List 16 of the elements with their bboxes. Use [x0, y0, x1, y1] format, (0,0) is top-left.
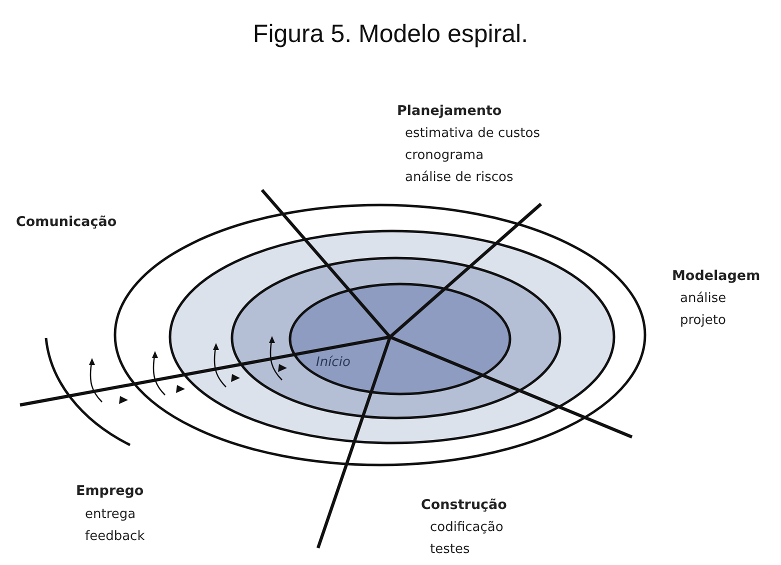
phase-heading: Modelagem: [672, 268, 760, 284]
phase-heading: Emprego: [76, 483, 144, 499]
activity-label: testes: [430, 542, 470, 558]
activity-label: cronograma: [405, 148, 484, 164]
phase-heading: Comunicação: [16, 214, 117, 230]
activity-label: feedback: [85, 529, 145, 545]
activity-label: codificação: [430, 520, 504, 536]
start-label: Início: [316, 355, 350, 371]
phase-heading: Planejamento: [397, 103, 502, 119]
activity-label: análise: [680, 291, 726, 307]
activity-label: projeto: [680, 313, 726, 329]
activity-label: entrega: [85, 507, 136, 523]
activity-label: análise de riscos: [405, 170, 514, 186]
phase-heading: Construção: [421, 497, 507, 513]
activity-label: estimativa de custos: [405, 126, 540, 142]
figure-title: Figura 5. Modelo espiral.: [252, 20, 530, 49]
